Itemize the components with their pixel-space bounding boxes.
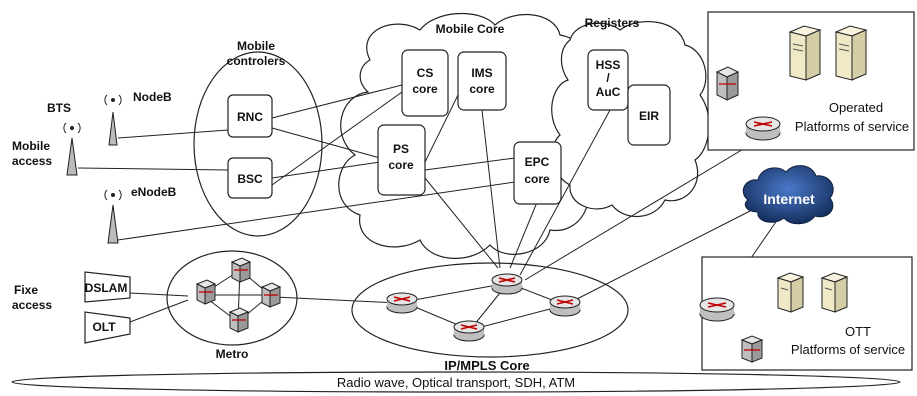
mobile-core-label: Mobile Core [436,22,505,36]
registers-label: Registers [585,16,640,30]
olt-device: OLT [84,311,131,344]
mobile-access-label-line1: Mobile [12,139,50,153]
dslam-label: DSLAM [85,281,128,295]
hss-label-line1: HSS [596,58,621,72]
ims-core-box: IMS core [457,51,507,111]
metro-switch-icon-3 [260,282,282,308]
ott-label-line2: Platforms of service [791,342,905,357]
metro-label: Metro [216,347,249,361]
ip-mpls-router-icon-2 [491,273,523,295]
bts-label: BTS [47,101,71,115]
enodeb-label: eNodeB [131,185,177,199]
internet-label: Internet [763,191,815,207]
ip-mpls-router-icon-4 [453,320,485,342]
ott-server-icon-2 [820,272,849,313]
bsc-box: BSC [227,157,273,199]
transport-label: Radio wave, Optical transport, SDH, ATM [337,375,575,390]
ip-mpls-router-icon-1 [386,292,418,314]
metro-ellipse [166,250,298,346]
ip-mpls-router-icon-3 [549,295,581,317]
hss-auc-box: HSS / AuC [587,49,629,111]
metro-switch-icon-1 [195,279,217,305]
bts-antenna-icon [63,122,81,176]
cs-core-box: CS core [401,49,449,117]
ott-platforms-box [701,256,913,371]
operated-switch-icon [715,66,740,101]
epc-core-label-line2: core [524,172,550,186]
ip-mpls-ellipse [351,262,629,358]
eir-label: EIR [639,109,659,123]
cs-core-label-line1: CS [417,66,434,80]
ps-core-label-line2: core [388,158,414,172]
ims-core-label-line2: core [469,82,495,96]
epc-core-label-line1: EPC [525,155,550,169]
bsc-label: BSC [237,172,263,186]
ott-router-icon [699,297,735,322]
ip-mpls-label: IP/MPLS Core [444,358,529,373]
rnc-box: RNC [227,94,273,138]
ps-core-box: PS core [377,124,426,196]
hss-label-line3: AuC [596,85,621,99]
transport-layer-ellipse [11,371,901,393]
ps-core-label-line1: PS [393,142,409,156]
mobile-controllers-label-line1: Mobile [237,39,275,53]
operated-label-line1: Operated [829,100,883,115]
ims-core-label-line1: IMS [471,66,492,80]
mobile-controllers-ellipse [193,51,323,237]
mobile-controllers-label-line2: controlers [227,54,286,68]
metro-switch-icon-4 [228,307,250,333]
ott-label-line1: OTT [845,324,871,339]
cs-core-label-line2: core [412,82,438,96]
ott-server-icon-1 [776,272,805,313]
eir-box: EIR [627,84,671,146]
metro-switch-icon-2 [230,257,252,283]
internet-cloud-icon: Internet [742,165,834,225]
fixe-access-label-line2: access [12,298,52,312]
dslam-device: DSLAM [84,271,131,303]
ip-mpls-links [402,282,566,331]
ott-switch-icon [740,335,764,363]
enodeb-antenna-icon [104,189,122,244]
operated-server-icon-1 [788,25,822,81]
olt-label: OLT [92,320,116,334]
nodeb-antenna-icon [104,94,122,146]
rnc-label: RNC [237,110,263,124]
mobile-access-label-line2: access [12,154,52,168]
operated-label-line2: Platforms of service [795,119,909,134]
operated-server-icon-2 [834,25,868,81]
operated-router-icon [745,116,781,141]
epc-core-box: EPC core [513,141,562,205]
hss-label-line2: / [606,71,610,85]
nodeb-label: NodeB [133,90,172,104]
fixe-access-label-line1: Fixe [14,283,38,297]
